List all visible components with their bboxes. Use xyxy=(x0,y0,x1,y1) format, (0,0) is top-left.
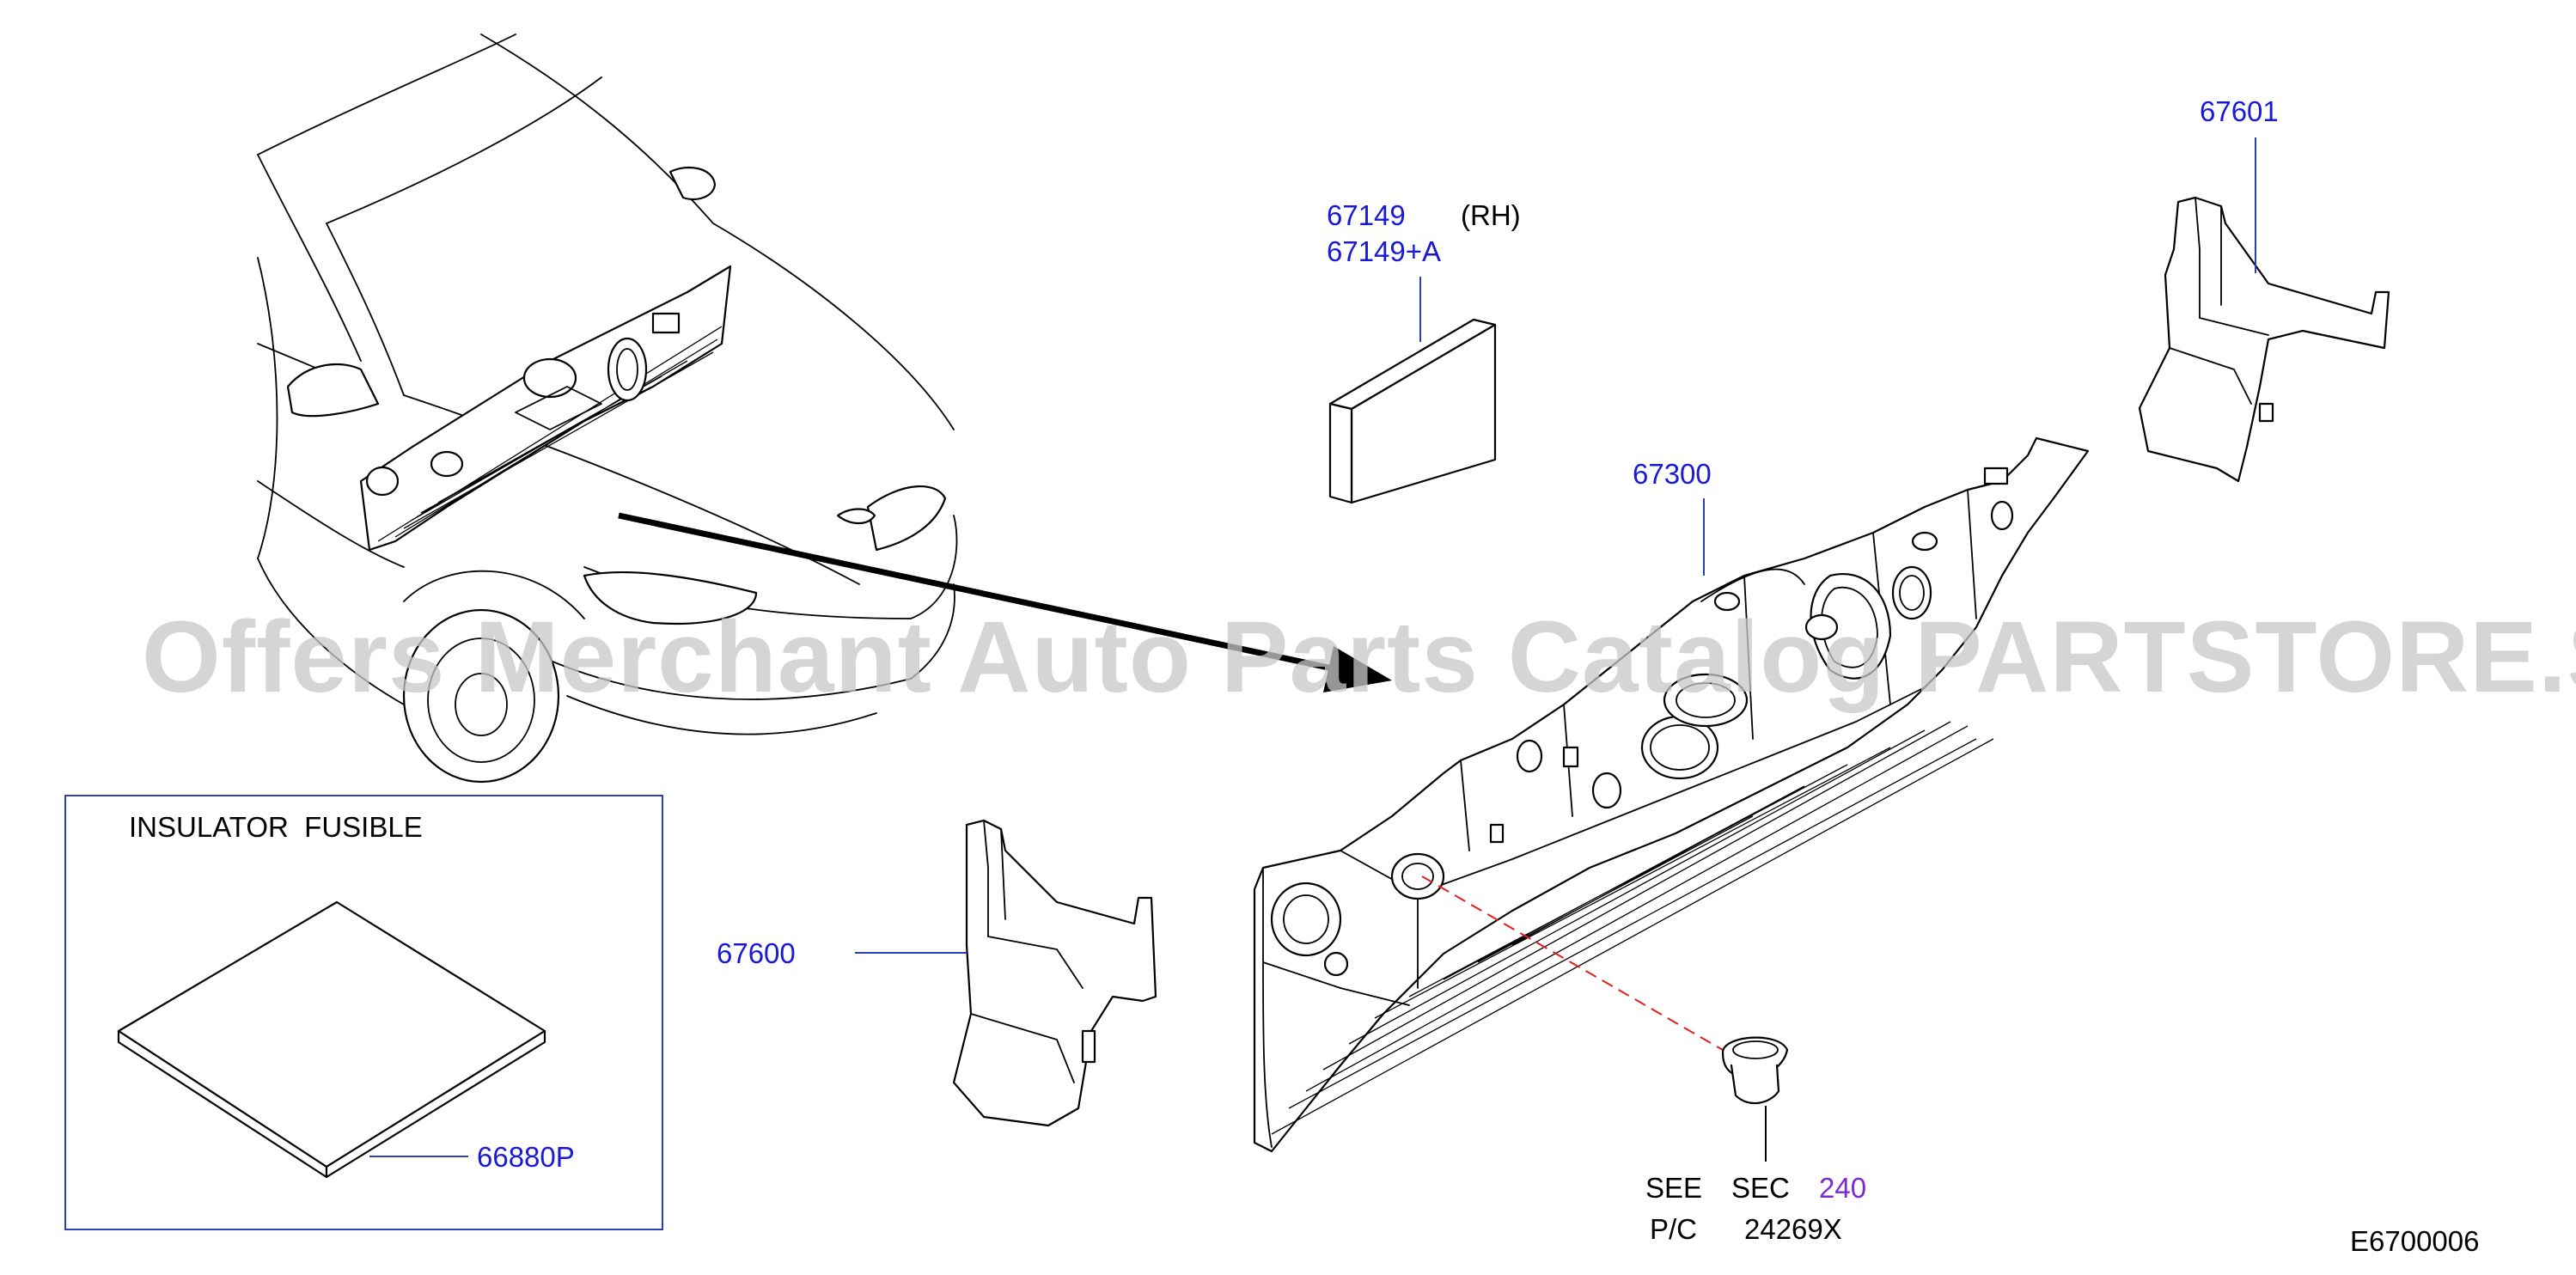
part-label-67149: 67149 xyxy=(1327,199,1406,231)
insulator-fusible-inset xyxy=(64,795,663,1230)
part-label-67300: 67300 xyxy=(1633,458,1712,490)
car-illustration xyxy=(257,34,958,784)
part-label-67149-side: (RH) xyxy=(1461,199,1521,231)
pointer-arrow xyxy=(618,512,1392,692)
diagram-id: E6700006 xyxy=(2350,1225,2479,1257)
clip-24269x xyxy=(1421,875,1789,1162)
inset-title: INSULATOR FUSIBLE xyxy=(129,811,423,843)
ref-sec: SEC xyxy=(1731,1172,1790,1204)
ref-pc-label: P/C xyxy=(1650,1213,1697,1245)
part-label-67601: 67601 xyxy=(2200,95,2279,127)
watermark: Offers Merchant Auto Parts Catalog PARTS… xyxy=(142,601,2576,714)
ref-sec-number: 240 xyxy=(1819,1172,1866,1204)
part-67300-dash-panel xyxy=(1253,436,2090,1153)
part-label-66880p: 66880P xyxy=(477,1141,575,1173)
part-67149-pad xyxy=(1328,277,1497,504)
part-label-67149-a: 67149+A xyxy=(1327,235,1441,267)
ref-see: SEE xyxy=(1645,1172,1702,1204)
part-67600-bracket xyxy=(855,819,1157,1127)
part-label-67600: 67600 xyxy=(717,937,796,969)
part-67601-bracket xyxy=(2138,137,2390,483)
ref-pc-number: 24269X xyxy=(1744,1213,1842,1245)
